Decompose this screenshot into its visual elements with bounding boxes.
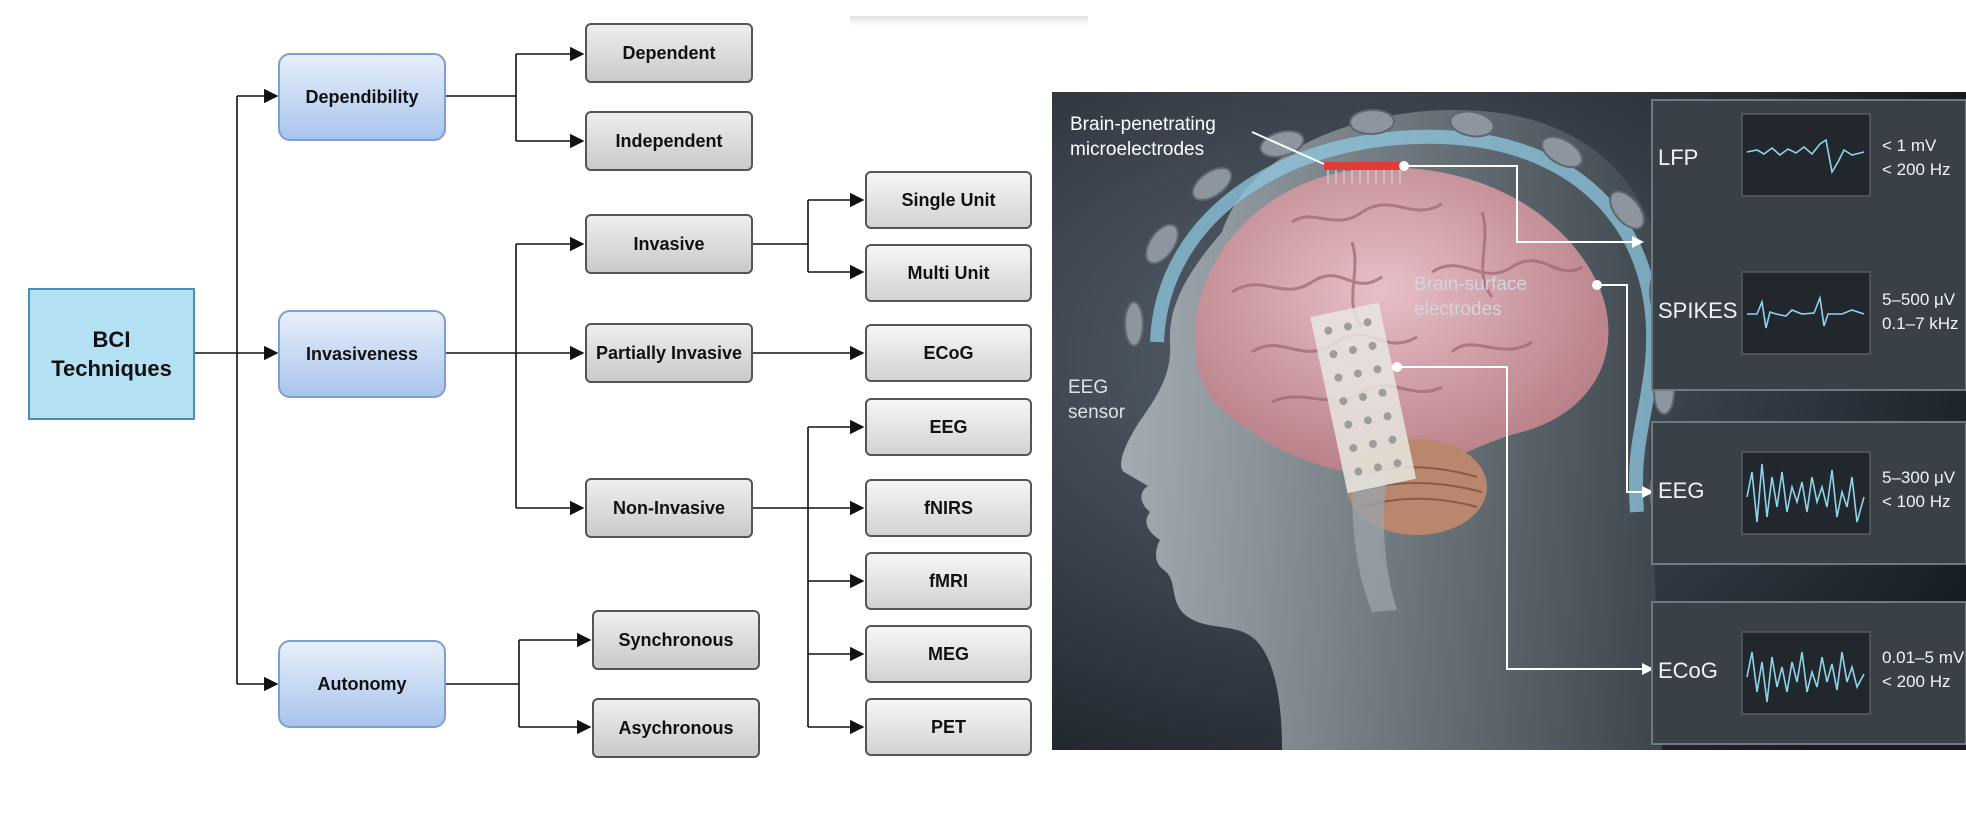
connector-autonomy-trunk <box>446 640 520 727</box>
signal-range-lfp: < 1 mV < 200 Hz <box>1882 136 1951 179</box>
node-non-invasive: Non-Invasive <box>585 478 753 538</box>
signal-name-lfp: LFP <box>1658 145 1699 170</box>
leaf-single-unit: Single Unit <box>865 171 1032 229</box>
node-autonomy: Autonomy <box>278 640 446 728</box>
connector-invasiveness-trunk <box>446 244 517 508</box>
skull-outline <box>1150 129 1661 513</box>
waveform-spikes <box>1747 294 1865 329</box>
brainstem <box>1352 472 1397 612</box>
signal-name-spikes: SPIKES <box>1658 298 1738 323</box>
surface-electrode-grid <box>1310 302 1417 494</box>
node-synchronous: Synchronous <box>592 610 760 670</box>
waveform-lfp <box>1746 138 1865 175</box>
label-surface-electrodes: Brain-surface electrodes <box>1414 274 1527 320</box>
brain-illustration-panel <box>1052 92 1966 750</box>
signal-range-ecog: 0.01–5 mV < 200 Hz <box>1882 648 1965 691</box>
node-dependent: Dependent <box>585 23 753 83</box>
leaf-fmri: fMRI <box>865 552 1032 610</box>
leaf-fnirs: fNIRS <box>865 479 1032 537</box>
leaf-pet: PET <box>865 698 1032 756</box>
leaf-multi-unit: Multi Unit <box>865 244 1032 302</box>
connector-dependibility-trunk <box>446 54 517 141</box>
leaf-ecog: ECoG <box>865 324 1032 382</box>
leaf-meg: MEG <box>865 625 1032 683</box>
node-independent: Independent <box>585 111 753 171</box>
signal-name-eeg: EEG <box>1658 478 1705 503</box>
node-partially-invasive: Partially Invasive <box>585 323 753 383</box>
connector-non-invasive-trunk <box>753 427 809 727</box>
node-dependibility: Dependibility <box>278 53 446 141</box>
signal-range-spikes: 5–500 μV 0.1–7 kHz <box>1882 290 1959 333</box>
signal-name-ecog: ECoG <box>1658 658 1718 683</box>
microelectrode-array <box>1324 162 1404 184</box>
signal-range-eeg: 5–300 μV < 100 Hz <box>1882 468 1956 511</box>
node-invasive: Invasive <box>585 214 753 274</box>
node-asynchronous: Asychronous <box>592 698 760 758</box>
leaf-eeg: EEG <box>865 398 1032 456</box>
label-microelectrodes: Brain-penetrating microelectrodes <box>1070 114 1216 160</box>
waveform-eeg <box>1746 463 1865 523</box>
connector-invasive-trunk <box>753 200 809 272</box>
label-eeg-sensor: EEG sensor <box>1068 377 1126 423</box>
waveform-ecog <box>1746 651 1865 703</box>
brain-illustration <box>1052 92 1966 750</box>
node-invasiveness: Invasiveness <box>278 310 446 398</box>
root-node-bci-techniques: BCI Techniques <box>28 288 195 420</box>
top-shadow <box>850 16 1088 26</box>
